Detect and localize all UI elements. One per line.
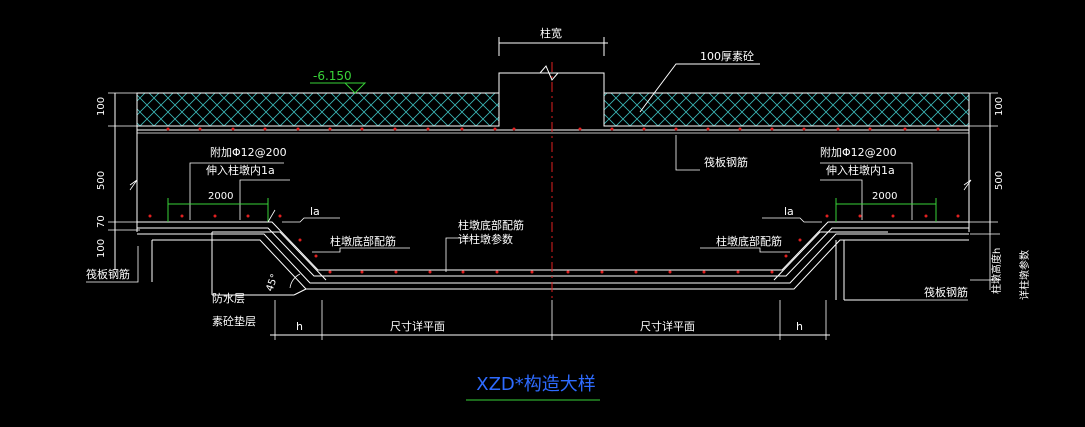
dim-right-100: 100 [994,97,1005,116]
dim-left-100b: 100 [96,239,107,258]
pier-bottom-right: 柱墩底部配筋 [716,234,782,248]
len-right: 2000 [872,191,897,202]
dim-right-500: 500 [994,171,1005,190]
elevation-label: -6.150 [313,69,352,83]
len-left: 2000 [208,191,233,202]
angle-arc [289,273,301,289]
pier-detail-ref: 详柱墩参数 [458,232,513,246]
angle-label: 45° [264,273,280,293]
pier-outline [137,221,969,301]
la-right: la [784,205,794,218]
anchor-right: 伸入柱墩内1a [826,163,895,177]
break-mark [539,65,559,81]
pier-bottom-center: 柱墩底部配筋 [458,218,524,232]
pier-param-label: 详柱墩参数 [1018,250,1031,300]
pier-bottom-left: 柱墩底部配筋 [330,234,396,248]
drawing-title: XZD*构造大样 [476,374,596,395]
column-width-label: 柱宽 [540,26,562,40]
waterproof-label: 防水层 [212,291,245,305]
cushion-label: 100厚素砼 [700,50,754,63]
dim-left-70: 70 [96,215,107,228]
extra-bar-right: 附加Φ12@200 [820,145,897,159]
dim-left-100: 100 [96,97,107,116]
anchor-left: 伸入柱墩内1a [206,163,275,177]
pier-height-label: 柱墩高度h [990,248,1003,294]
raft-rebar-right: 筏板钢筋 [924,285,968,299]
column-outline [498,72,605,126]
raft-rebar-left: 筏板钢筋 [86,267,130,281]
la-left: la [310,205,320,218]
cushion-hatch-right [603,92,970,127]
elevation-mark [310,82,367,94]
plain-concrete-label: 素砼垫层 [212,314,256,328]
dim-left-500: 500 [96,171,107,190]
size-right: 尺寸详平面 [640,319,695,333]
h-right: h [796,320,803,333]
h-left: h [296,320,303,333]
size-left: 尺寸详平面 [390,319,445,333]
cushion-hatch-left [136,92,500,127]
raft-rebar-top: 筏板钢筋 [704,155,748,169]
extra-bar-left: 附加Φ12@200 [210,145,287,159]
rebar-dots-top [166,127,940,131]
rebar-dots-bottom [148,214,960,274]
